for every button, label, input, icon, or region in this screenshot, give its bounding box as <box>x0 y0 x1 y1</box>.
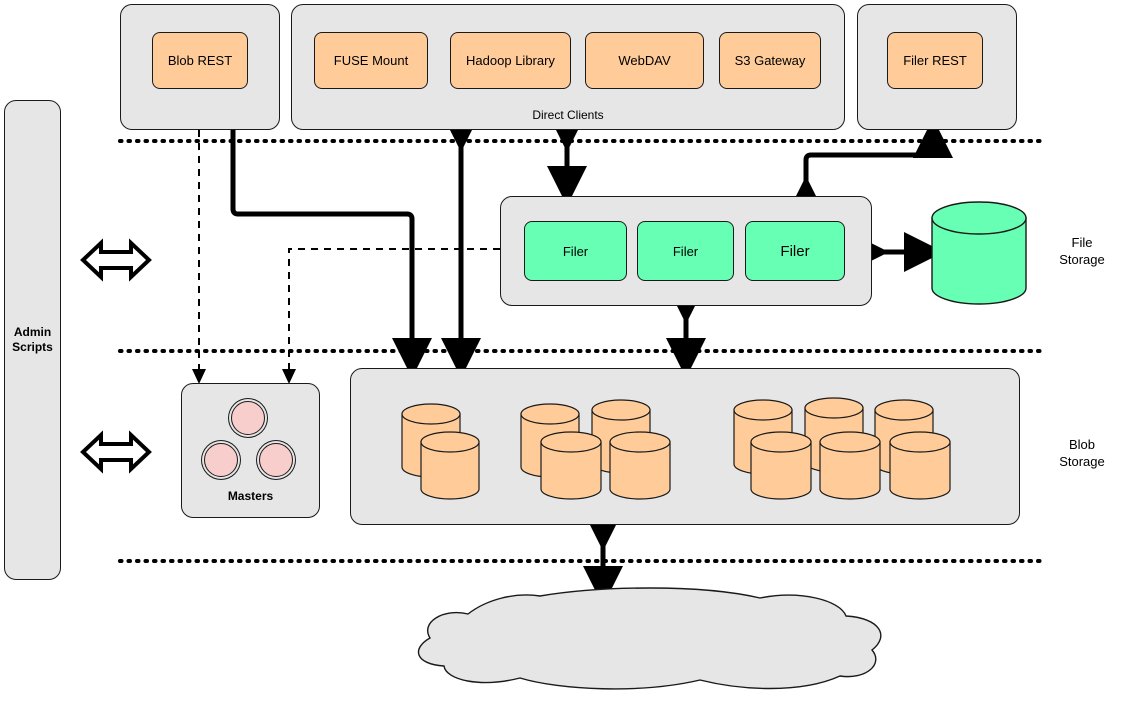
client-webdav[interactable]: WebDAV <box>585 32 704 89</box>
client-fuse-mount[interactable]: FUSE Mount <box>314 32 428 89</box>
blob-rest-box[interactable]: Blob REST <box>152 32 248 89</box>
client-fuse-mount-label: FUSE Mount <box>333 53 409 68</box>
blob-storage-tier-label-line1: Blob <box>1068 437 1096 452</box>
filer-node-3[interactable]: Filer <box>745 221 845 281</box>
client-s3-gateway-label: S3 Gateway <box>734 53 806 68</box>
filer-node-2-label: Filer <box>672 243 699 259</box>
dashed-filer-to-masters <box>282 248 500 384</box>
file-storage-tier-label: File Storage <box>1050 235 1114 269</box>
blob-storage-tier-label-line2: Storage <box>1059 453 1105 469</box>
client-webdav-label: WebDAV <box>618 53 671 68</box>
filer-node-1-label: Filer <box>562 243 589 259</box>
file-storage-tier-label-line1: File <box>1071 235 1093 250</box>
filer-rest-box[interactable]: Filer REST <box>887 32 983 89</box>
blob-rest-label: Blob REST <box>167 53 233 68</box>
masters-caption: Masters <box>227 489 274 503</box>
master-node-1[interactable] <box>231 401 265 435</box>
filer-node-1[interactable]: Filer <box>524 221 627 281</box>
admin-scripts-label-line2: Scripts <box>12 340 53 354</box>
admin-scripts-label: Admin Scripts <box>12 325 53 355</box>
cloud-tier-label-text: Cloud Tier <box>592 633 658 648</box>
arrow-filers-to-filerrest <box>786 117 953 216</box>
filer-node-3-label: Filer <box>780 242 810 260</box>
volume-servers-group <box>350 368 1020 525</box>
blob-storage-tier-label: Blob Storage <box>1050 437 1114 471</box>
admin-arrow-blob-tier <box>80 430 152 474</box>
admin-arrow-file-tier <box>80 238 152 282</box>
direct-clients-caption: Direct Clients <box>532 108 604 122</box>
filer-rest-label: Filer REST <box>903 53 967 68</box>
cloud-tier-label: Cloud Tier <box>500 633 750 648</box>
filer-node-2[interactable]: Filer <box>637 221 734 281</box>
client-hadoop-library-label: Hadoop Library <box>466 53 555 68</box>
file-storage-tier-label-line2: Storage <box>1059 251 1105 267</box>
masters-group[interactable]: Masters <box>181 383 320 518</box>
admin-scripts-panel[interactable]: Admin Scripts <box>4 100 61 580</box>
client-s3-gateway[interactable]: S3 Gateway <box>719 32 821 89</box>
master-node-3[interactable] <box>259 443 293 477</box>
arrow-blobrest-to-volumes <box>230 130 432 379</box>
admin-scripts-label-line1: Admin <box>13 325 52 339</box>
client-hadoop-library[interactable]: Hadoop Library <box>450 32 571 89</box>
master-node-2[interactable] <box>204 443 238 477</box>
